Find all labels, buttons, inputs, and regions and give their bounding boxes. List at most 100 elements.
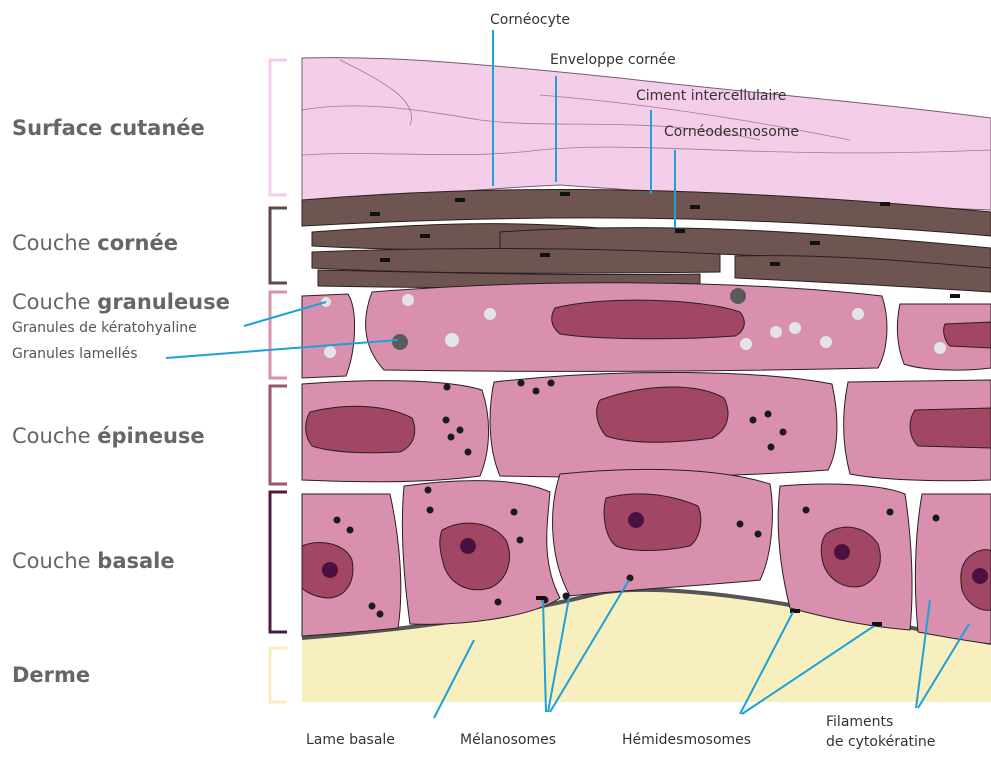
- lamellar-granule: [445, 333, 459, 347]
- layer-label-basale-prefix: Couche: [12, 549, 97, 573]
- melanosome: [511, 509, 518, 516]
- melanosome: [780, 429, 787, 436]
- stratum-spinosum: [302, 372, 991, 481]
- melanosome: [548, 380, 555, 387]
- nucleolus: [628, 512, 644, 528]
- layer-label-surface-name: Surface cutanée: [12, 116, 205, 140]
- annotation-filaments-line2: de cytokératine: [826, 732, 935, 752]
- bracket-cornee: [270, 208, 287, 283]
- melanosome: [369, 603, 376, 610]
- corneodesmosome: [950, 294, 960, 298]
- hemidesmosome: [790, 609, 800, 613]
- granular-nucleus: [552, 300, 745, 339]
- lamellar-granule: [324, 346, 336, 358]
- nucleolus: [460, 538, 476, 554]
- melanosome: [933, 515, 940, 522]
- melanosome: [347, 527, 354, 534]
- melanosome: [377, 611, 384, 618]
- hemidesmosome: [536, 596, 546, 600]
- bracket-granuleuse: [270, 292, 287, 378]
- corneodesmosome: [560, 192, 570, 196]
- annotation-enveloppe: Enveloppe cornée: [550, 52, 676, 68]
- corneodesmosome: [690, 205, 700, 209]
- layer-label-epineuse-name: épineuse: [97, 424, 204, 448]
- layer-label-basale: Couche basale: [12, 549, 175, 573]
- annotation-ciment: Ciment intercellulaire: [636, 88, 786, 104]
- sublabel-keratohyaline: Granules de kératohyaline: [12, 320, 197, 336]
- lamellar-granule: [820, 336, 832, 348]
- lamellar-granule: [934, 342, 946, 354]
- corneodesmosome: [880, 202, 890, 206]
- melanosome: [448, 434, 455, 441]
- corneodesmosome: [675, 229, 685, 233]
- spinous-nucleus: [597, 387, 728, 442]
- layer-label-granuleuse-prefix: Couche: [12, 290, 97, 314]
- basal-nucleus: [604, 494, 701, 551]
- lamellar-granule: [770, 326, 782, 338]
- keratohyaline-granule: [392, 334, 408, 350]
- bracket-derme: [270, 648, 287, 702]
- melanosome: [737, 521, 744, 528]
- annotation-corneocyte: Cornéocyte: [490, 12, 570, 28]
- layer-label-cornee: Couche cornée: [12, 231, 178, 255]
- layer-label-granuleuse: Couche granuleuse: [12, 290, 230, 314]
- melanosome: [425, 487, 432, 494]
- annotation-filaments-line1: Filaments: [826, 712, 935, 732]
- melanosome: [768, 444, 775, 451]
- melanosome: [495, 599, 502, 606]
- corneodesmosome: [380, 258, 390, 262]
- corneodesmosome: [770, 262, 780, 266]
- corneodesmosome: [455, 198, 465, 202]
- layer-label-epineuse: Couche épineuse: [12, 424, 205, 448]
- nucleolus: [972, 568, 988, 584]
- layer-label-epineuse-prefix: Couche: [12, 424, 97, 448]
- layer-label-basale-name: basale: [97, 549, 174, 573]
- melanosome: [427, 507, 434, 514]
- bracket-surface: [270, 60, 287, 195]
- lamellar-granule: [852, 308, 864, 320]
- leader-lamelles: [166, 340, 398, 358]
- keratohyaline-granule: [730, 288, 746, 304]
- bracket-epineuse: [270, 386, 287, 484]
- melanosome: [627, 575, 634, 582]
- annotation-melanosomes: Mélanosomes: [460, 732, 556, 748]
- layer-label-cornee-name: cornée: [97, 231, 178, 255]
- layer-label-derme-name: Derme: [12, 663, 90, 687]
- melanosome: [518, 380, 525, 387]
- lamellar-granule: [789, 322, 801, 334]
- melanosome: [334, 517, 341, 524]
- melanosome: [444, 384, 451, 391]
- melanosome: [750, 417, 757, 424]
- corneodesmosome: [540, 253, 550, 257]
- annotation-filaments: Filaments de cytokératine: [826, 712, 935, 752]
- spinous-nucleus: [910, 408, 991, 448]
- layer-label-cornee-prefix: Couche: [12, 231, 97, 255]
- layer-label-granuleuse-name: granuleuse: [97, 290, 230, 314]
- nucleolus: [322, 562, 338, 578]
- bracket-basale: [270, 492, 287, 632]
- lamellar-granule: [402, 294, 414, 306]
- melanosome: [765, 411, 772, 418]
- corneocyte-cell: [312, 249, 720, 274]
- lamellar-granule: [740, 338, 752, 350]
- sublabel-lamelles: Granules lamellés: [12, 346, 138, 362]
- melanosome: [517, 537, 524, 544]
- melanosome: [443, 417, 450, 424]
- lamellar-granule: [484, 308, 496, 320]
- melanosome: [465, 449, 472, 456]
- corneodesmosome: [370, 212, 380, 216]
- melanosome: [457, 427, 464, 434]
- melanosome: [533, 388, 540, 395]
- nucleolus: [834, 544, 850, 560]
- corneodesmosome: [810, 241, 820, 245]
- annotation-hemidesmosomes: Hémidesmosomes: [622, 732, 751, 748]
- melanosome: [887, 509, 894, 516]
- annotation-corneodesmosome: Cornéodesmosome: [664, 124, 799, 140]
- melanosome: [755, 531, 762, 538]
- layer-label-surface: Surface cutanée: [12, 116, 205, 140]
- surface-region: [302, 58, 991, 210]
- granular-nucleus: [944, 322, 991, 348]
- annotation-lame-basale: Lame basale: [306, 732, 395, 748]
- corneodesmosome: [420, 234, 430, 238]
- layer-brackets: [270, 60, 287, 702]
